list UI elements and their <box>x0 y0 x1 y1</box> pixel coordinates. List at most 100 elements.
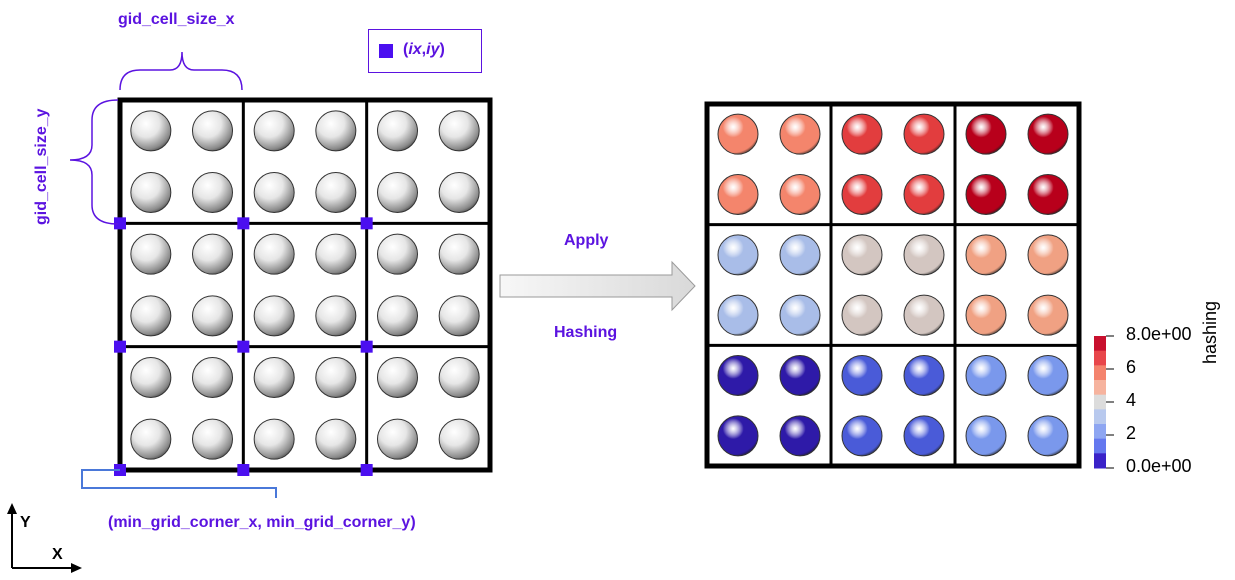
hashed-particle <box>1027 234 1069 276</box>
particle <box>253 357 295 398</box>
grid-node-marker <box>237 464 250 476</box>
hashed-particle-grid <box>704 101 1082 469</box>
grid-index-legend-label: (ix,iy) <box>403 41 445 58</box>
hashed-particle <box>717 355 759 396</box>
particle <box>315 172 357 213</box>
cell-size-y-label: gid_cell_size_y <box>33 108 50 225</box>
hashed-particle <box>903 355 945 396</box>
hashed-particle <box>965 113 1007 155</box>
colorbar-tick-label: 4 <box>1126 390 1137 410</box>
particle <box>315 295 357 337</box>
particle <box>438 110 480 152</box>
hashed-particle <box>841 355 883 396</box>
particle <box>438 357 480 398</box>
grid-border <box>704 101 1082 469</box>
colorbar-tick-label: 2 <box>1126 423 1137 443</box>
hashed-particle <box>903 294 945 336</box>
hashed-particle <box>965 234 1007 276</box>
colorbar-tick-label: 6 <box>1126 357 1137 377</box>
grid-node-marker <box>114 217 126 230</box>
particle <box>130 295 172 337</box>
particle <box>377 357 418 398</box>
hashed-particle <box>779 113 821 155</box>
particle <box>253 172 295 213</box>
hashed-particle <box>1027 174 1069 215</box>
axis-y-label: Y <box>20 514 31 531</box>
particle <box>377 233 418 275</box>
particle <box>377 172 418 213</box>
min-corner-bracket <box>81 469 277 498</box>
hashed-particle <box>841 294 883 336</box>
hashed-particle <box>903 415 945 457</box>
particle <box>192 110 233 152</box>
hashed-particle <box>717 415 759 457</box>
input-particle-grid <box>114 97 493 476</box>
colorbar-segment <box>1094 380 1106 396</box>
colorbar-title: hashing <box>1200 300 1220 364</box>
hashed-particle <box>717 294 759 336</box>
axis-x-label: X <box>52 546 63 563</box>
hashed-particle <box>779 415 821 457</box>
hashed-particle <box>841 174 883 215</box>
hashed-particle <box>965 355 1007 396</box>
hashed-particle <box>1027 355 1069 396</box>
particle <box>192 172 233 213</box>
hashed-particle <box>1027 294 1069 336</box>
particle <box>130 172 172 213</box>
hashed-particle <box>717 174 759 215</box>
particle <box>253 110 295 152</box>
particle <box>377 110 418 152</box>
particle <box>253 295 295 337</box>
particle <box>315 357 357 398</box>
hashed-particle <box>965 415 1007 457</box>
particle <box>192 418 233 460</box>
hashed-particle <box>779 355 821 396</box>
colorbar-segment <box>1094 365 1106 381</box>
colorbar-tick-label: 0.0e+00 <box>1126 456 1192 476</box>
hashing-colorbar <box>1094 335 1114 469</box>
hashed-particle <box>841 113 883 155</box>
cell-size-x-label: gid_cell_size_x <box>118 11 235 28</box>
hashed-particle <box>903 113 945 155</box>
grid-border <box>117 97 493 473</box>
min-grid-corner-label: (min_grid_corner_x, min_grid_corner_y) <box>108 514 416 531</box>
hashed-particle <box>1027 415 1069 457</box>
hashed-particle <box>965 294 1007 336</box>
colorbar-segment <box>1094 336 1106 352</box>
particle <box>192 233 233 275</box>
hashed-particle <box>903 234 945 276</box>
hashed-particle <box>841 234 883 276</box>
particle <box>438 233 480 275</box>
particle <box>438 172 480 213</box>
colorbar-segment <box>1094 438 1106 454</box>
cell-size-y-brace <box>69 99 119 225</box>
colorbar-segment <box>1094 350 1106 366</box>
cell-size-x-brace <box>119 51 243 91</box>
hashed-particle <box>717 234 759 276</box>
axes-indicator <box>7 503 82 573</box>
colorbar-tick-label: 8.0e+00 <box>1126 324 1192 344</box>
grid-node-marker-icon <box>379 44 393 58</box>
hashed-particle <box>965 174 1007 215</box>
particle <box>192 295 233 337</box>
colorbar-segment <box>1094 424 1106 440</box>
hashed-particle <box>779 294 821 336</box>
particle <box>130 357 172 398</box>
particle <box>315 233 357 275</box>
grid-node-marker <box>360 340 373 353</box>
colorbar-segment <box>1094 453 1106 469</box>
particle <box>192 357 233 398</box>
hashed-particle <box>1027 113 1069 155</box>
particle <box>377 418 418 460</box>
grid-node-marker <box>237 340 250 353</box>
grid-node-marker <box>237 217 250 230</box>
colorbar-segment <box>1094 409 1106 425</box>
colorbar-segment <box>1094 394 1106 410</box>
particle <box>315 110 357 152</box>
grid-node-marker <box>114 340 126 353</box>
hashed-particle <box>779 234 821 276</box>
particle <box>130 418 172 460</box>
particle <box>253 418 295 460</box>
particle <box>377 295 418 337</box>
